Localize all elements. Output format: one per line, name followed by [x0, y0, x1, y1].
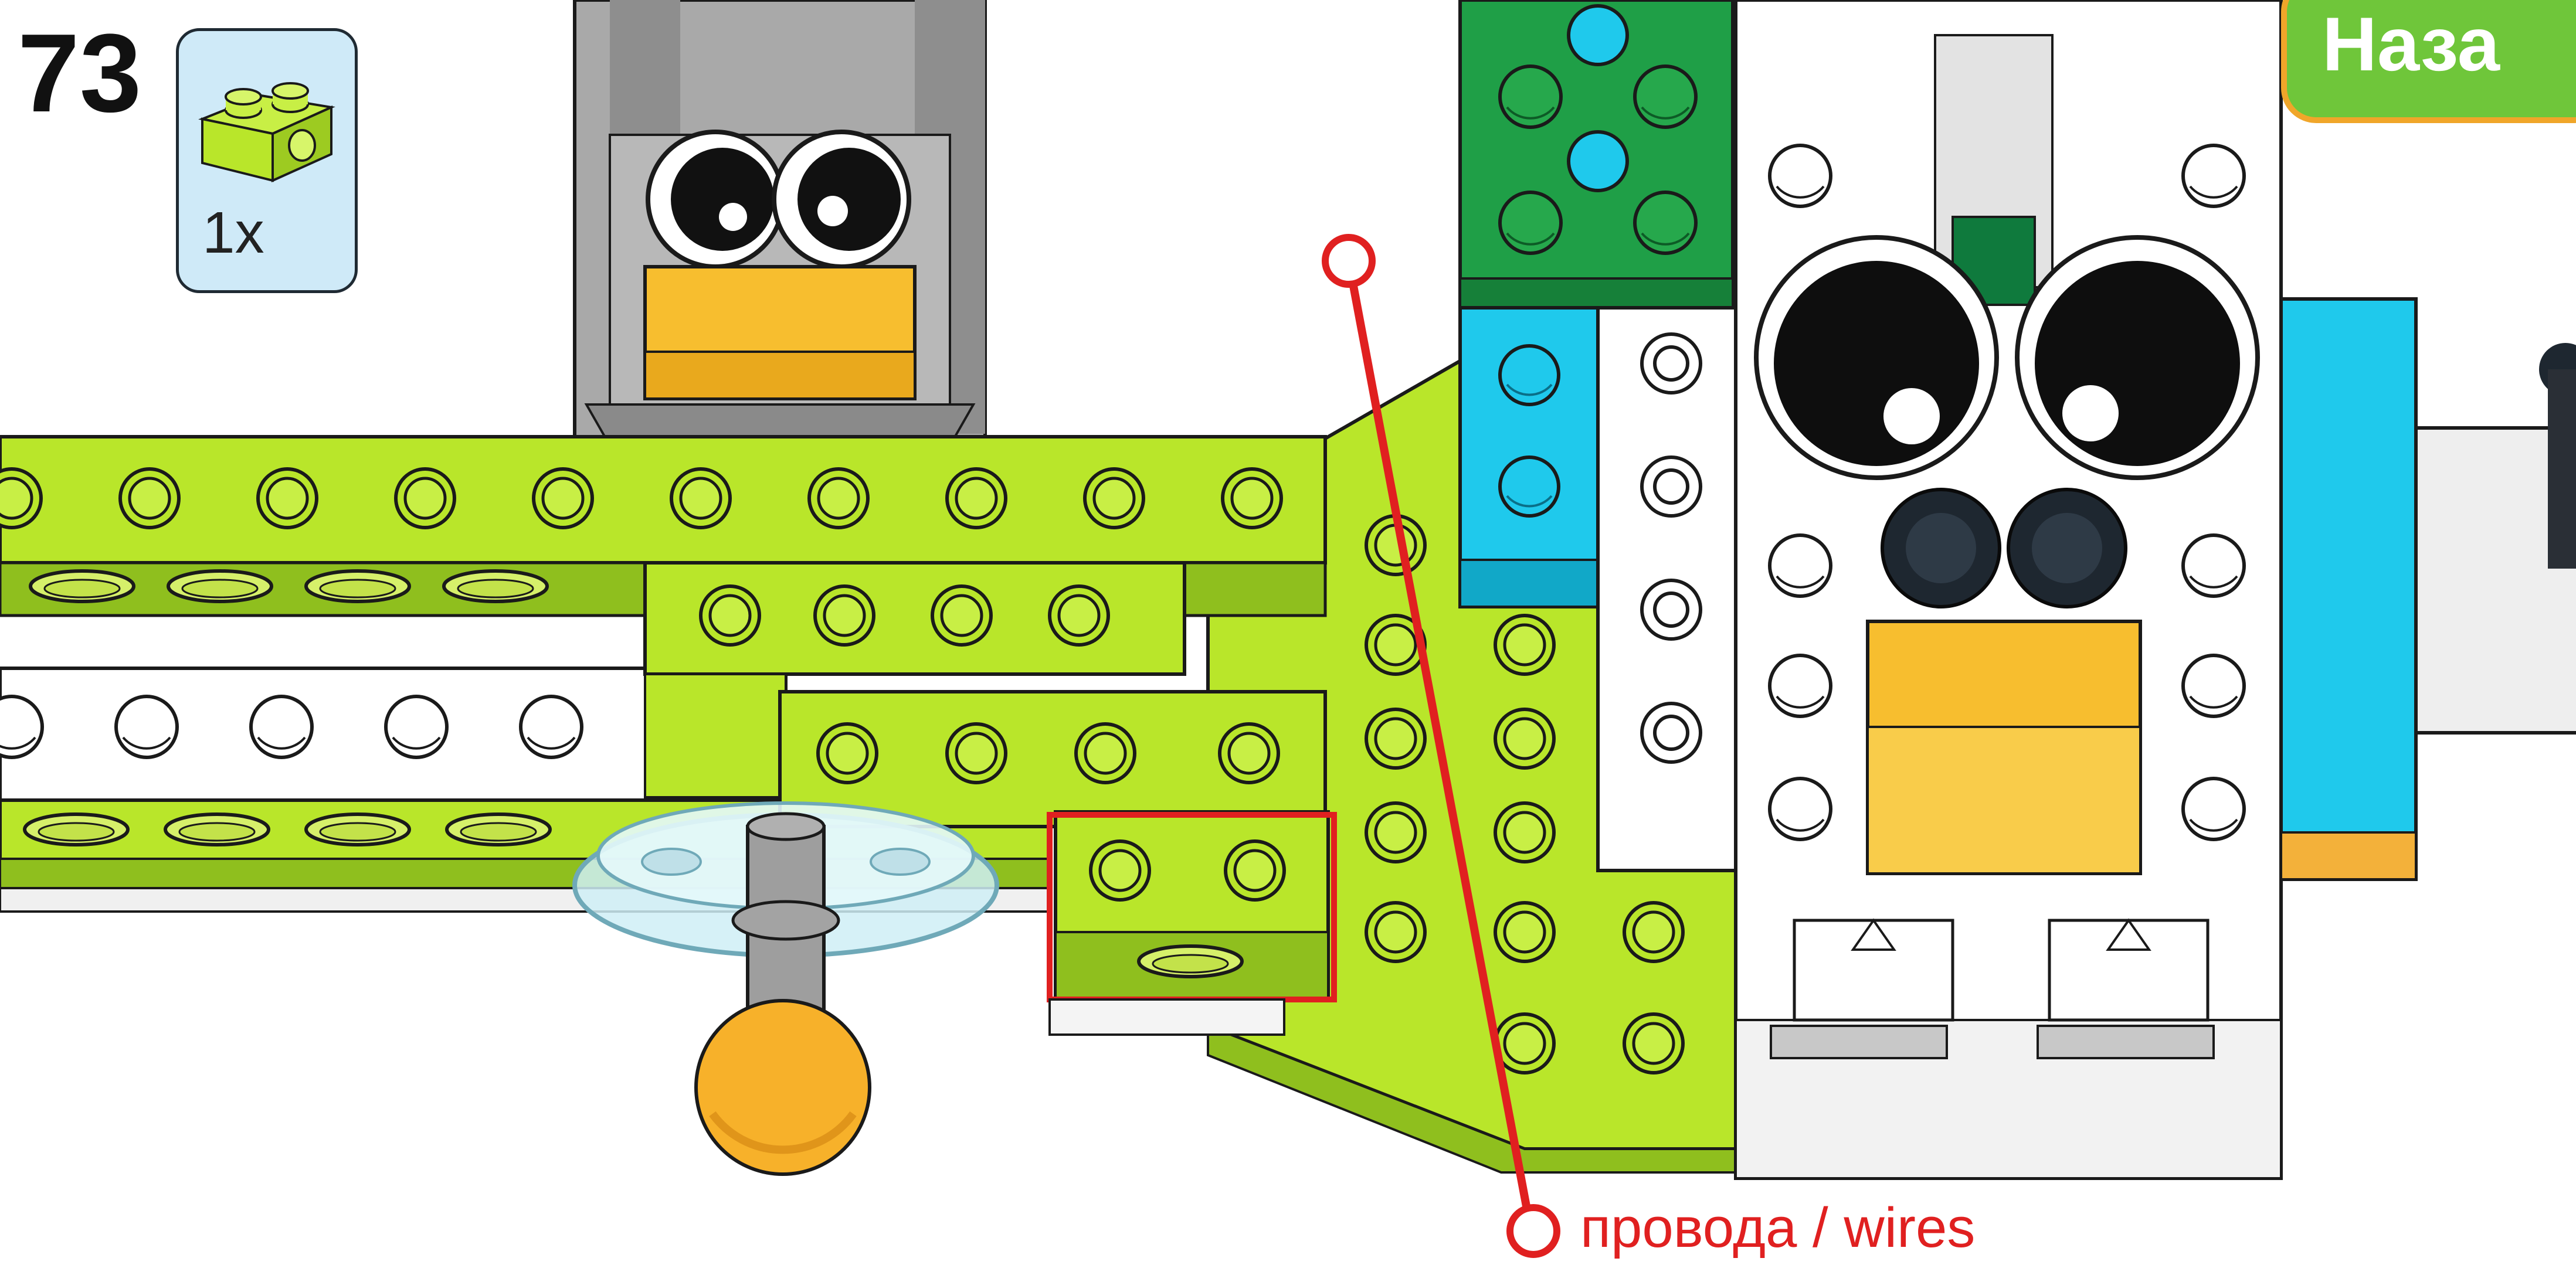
green-brick-top	[1460, 0, 1733, 308]
new-part-technic-brick	[1055, 812, 1328, 999]
back-button[interactable]: Наза	[2281, 0, 2576, 123]
gray-axle-shaft	[733, 814, 839, 1020]
step-number: 73	[18, 18, 141, 129]
yellow-mouth-hub	[1868, 621, 2140, 873]
orange-ball-joint	[696, 1001, 870, 1174]
white-technic-column	[1598, 308, 1745, 871]
wires-label: провода / wires	[1580, 1196, 1975, 1260]
part-quantity: 1x	[202, 199, 264, 267]
gray-side-mechanism	[2416, 343, 2576, 733]
yellow-mouth-brick	[645, 267, 915, 399]
parts-callout: 1x	[176, 28, 358, 293]
back-button-label: Наза	[2322, 0, 2500, 88]
cyan-side-panel	[2281, 299, 2416, 879]
lime-technic-brick-icon	[191, 55, 343, 189]
cyan-brick-left	[1460, 308, 1598, 607]
